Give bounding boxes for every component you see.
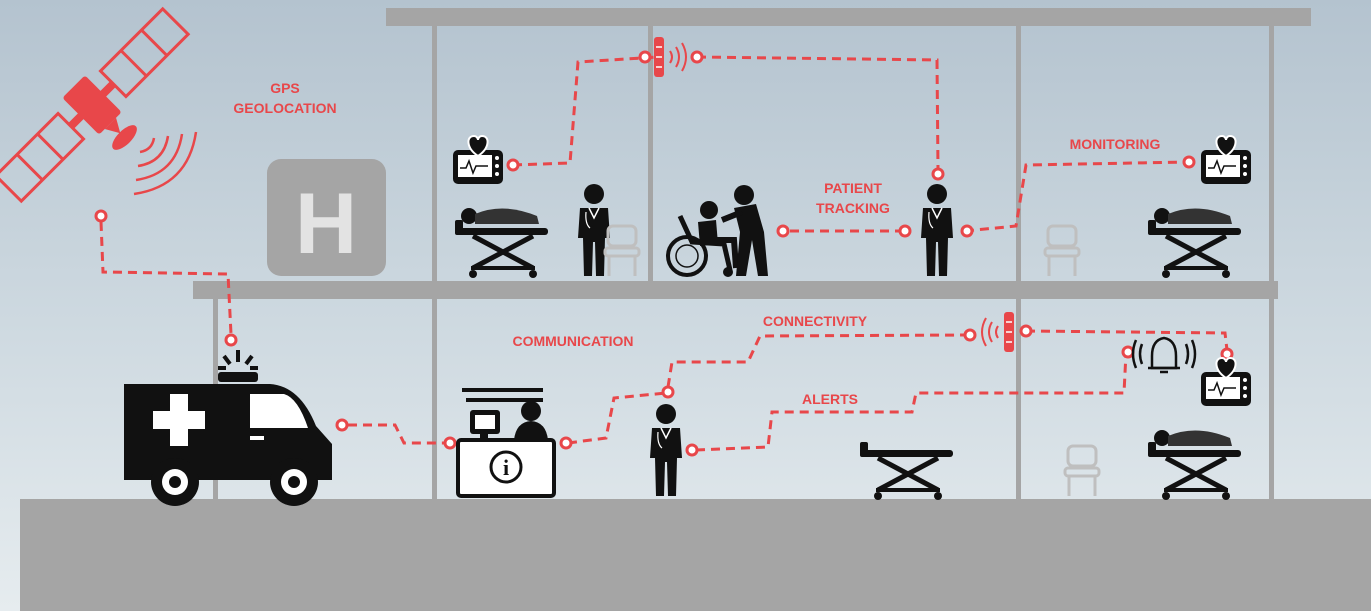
- info-icon: [489, 450, 523, 484]
- label-gps-line1: GPS: [270, 80, 300, 96]
- wheelchair-patient-icon: [666, 185, 768, 277]
- ambulance-icon: [124, 350, 332, 506]
- chair-icon: [1043, 224, 1081, 278]
- patient-monitor-icon: [452, 135, 504, 185]
- doctor-icon: [577, 183, 611, 277]
- sensor-beacon-icon: [653, 36, 665, 78]
- reception-info-letter: i: [503, 455, 509, 480]
- chair-icon: [1063, 444, 1101, 498]
- sensor-beacon-icon: [1003, 311, 1015, 353]
- hospital-bed-icon: [1148, 430, 1241, 500]
- alarm-bell-icon: [1131, 336, 1197, 374]
- label-patient-tracking-line2: TRACKING: [816, 200, 890, 216]
- hospital-sign-letter: H: [295, 176, 357, 272]
- patient-monitor-icon: [1200, 357, 1252, 407]
- connection-paths: [99, 55, 1229, 452]
- building-structure: [20, 8, 1371, 611]
- satellite-icon: [0, 6, 191, 204]
- label-patient-tracking-line1: PATIENT: [824, 180, 882, 196]
- hospital-bed-icon: [1148, 208, 1241, 278]
- connection-nodes: [94, 50, 1234, 457]
- label-gps-geolocation: GPS GEOLOCATION: [210, 78, 360, 118]
- patient-monitor-icon: [1200, 135, 1252, 185]
- signal-waves: [133, 131, 198, 196]
- doctor-icon: [920, 183, 954, 277]
- beacon-waves: [981, 317, 999, 347]
- reception-desk-icon: [456, 388, 556, 498]
- label-patient-tracking: PATIENT TRACKING: [798, 178, 908, 218]
- doctor-icon: [649, 403, 683, 497]
- label-connectivity: CONNECTIVITY: [762, 313, 868, 329]
- label-communication: COMMUNICATION: [512, 333, 634, 349]
- hospital-bed-icon: [455, 208, 548, 278]
- chair-icon: [603, 224, 641, 278]
- beacon-waves: [669, 42, 687, 72]
- label-monitoring: MONITORING: [1069, 136, 1161, 152]
- hospital-sign-icon: [267, 159, 386, 276]
- label-gps-line2: GEOLOCATION: [233, 100, 337, 116]
- label-alerts: ALERTS: [802, 391, 858, 407]
- stretcher-icon: [860, 442, 953, 500]
